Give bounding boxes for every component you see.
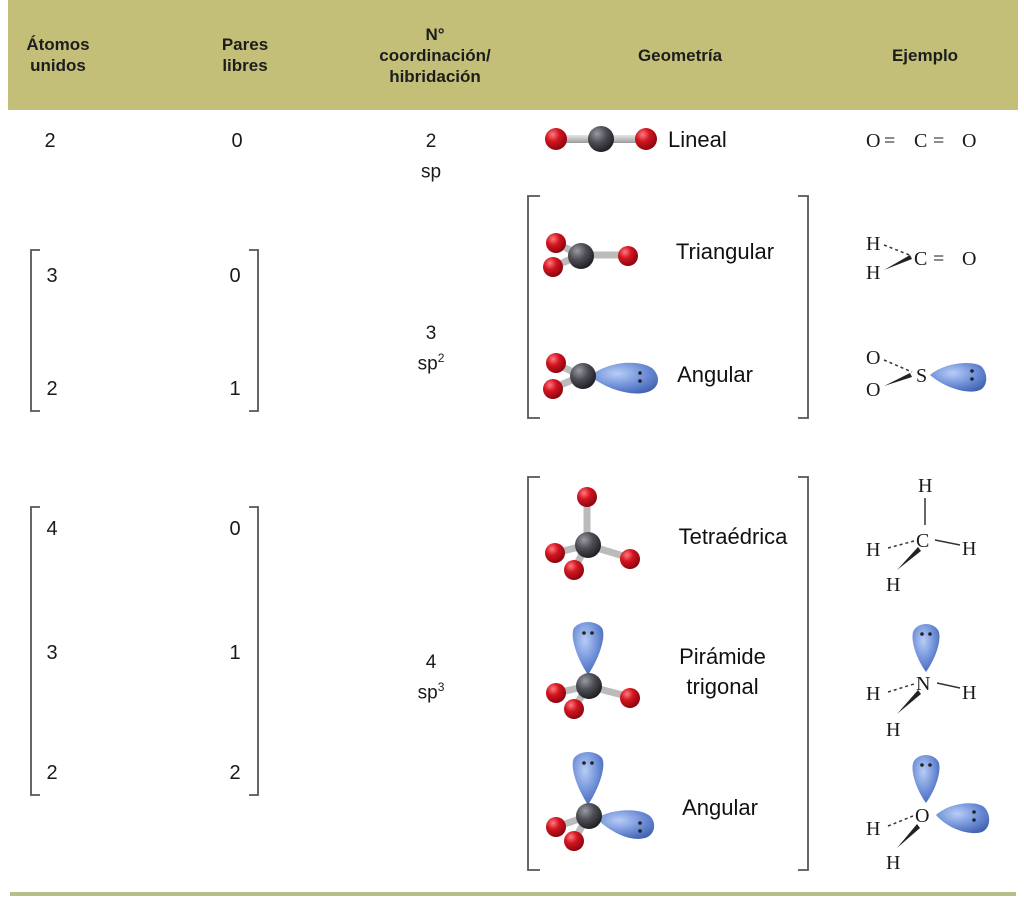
model-tetrahedral	[545, 487, 640, 580]
model-bent-sp3	[546, 752, 655, 851]
model-trigonal-pyramid	[546, 622, 640, 719]
header-coordination: N° coordinación/ hibridación	[379, 24, 491, 86]
svg-text:O: O	[915, 805, 929, 827]
svg-text:O: O	[866, 379, 880, 401]
bracket-left-3atoms	[30, 249, 40, 412]
example-water: O H H	[866, 755, 990, 874]
svg-text:H: H	[918, 475, 932, 497]
example-ammonia: N H H H	[866, 624, 976, 741]
pairs-row-4: 0	[229, 518, 241, 540]
svg-text:=: =	[933, 248, 944, 270]
svg-text:H: H	[866, 818, 880, 840]
footer-divider	[10, 892, 1016, 896]
coordination-3: 3 sp2	[417, 323, 445, 375]
svg-text:H: H	[866, 262, 880, 284]
geometry-label-lineal: Lineal	[668, 127, 727, 152]
example-so2: O O S	[866, 347, 987, 401]
svg-text:N: N	[916, 673, 930, 695]
svg-text:O: O	[866, 130, 880, 152]
svg-text:C: C	[916, 530, 929, 552]
svg-text:=: =	[933, 130, 944, 152]
bracket-right-sp2	[798, 195, 809, 419]
pairs-row-1: 0	[231, 130, 243, 152]
bracket-right-sp3	[798, 476, 809, 871]
example-formaldehyde: H H C = O	[866, 233, 976, 284]
geometry-label-angular-1: Angular	[677, 362, 753, 387]
header-atoms: Átomos unidos	[26, 35, 90, 75]
svg-text:H: H	[962, 538, 976, 560]
svg-text:H: H	[866, 539, 880, 561]
svg-text:H: H	[866, 233, 880, 255]
pairs-row-6: 2	[229, 762, 241, 784]
svg-text:H: H	[866, 683, 880, 705]
header-geometry: Geometría	[637, 45, 723, 65]
pairs-row-3: 1	[229, 378, 241, 400]
coordination-4: 4 sp3	[417, 652, 445, 704]
pairs-row-2: 0	[229, 265, 241, 287]
atoms-row-3: 2	[46, 378, 58, 400]
bracket-left-sp2	[527, 195, 540, 419]
header-example: Ejemplo	[891, 45, 959, 65]
atoms-row-6: 2	[46, 762, 58, 784]
geometry-label-tetrahedral: Tetraédrica	[678, 524, 788, 549]
table-header	[8, 0, 1018, 110]
bracket-right-3atoms	[249, 249, 259, 412]
pairs-row-5: 1	[229, 642, 241, 664]
model-bent-sp2	[543, 353, 658, 399]
atoms-row-5: 3	[46, 642, 58, 664]
svg-text:O: O	[866, 347, 880, 369]
geometry-label-trigonal-pyramid: Pirámide trigonal	[679, 644, 766, 699]
model-linear	[545, 126, 657, 152]
svg-text:O: O	[962, 248, 976, 270]
bracket-left-sp3	[527, 476, 540, 871]
header-pairs: Pares libres	[221, 35, 269, 75]
atoms-row-1: 2	[44, 130, 56, 152]
svg-text:H: H	[886, 719, 900, 741]
svg-text:C: C	[914, 130, 927, 152]
geometry-label-triangular: Triangular	[675, 239, 775, 264]
atoms-row-2: 3	[46, 265, 58, 287]
svg-text:H: H	[886, 852, 900, 874]
svg-text:C: C	[914, 248, 927, 270]
svg-text:H: H	[886, 574, 900, 596]
atoms-row-4: 4	[46, 518, 58, 540]
bracket-left-4atoms	[30, 506, 40, 796]
svg-text:O: O	[962, 130, 976, 152]
example-co2: O = C = O	[866, 130, 976, 152]
coordination-2: 2 sp	[420, 131, 442, 183]
svg-text:=: =	[884, 130, 895, 152]
svg-text:H: H	[962, 682, 976, 704]
geometry-label-angular-2: Angular	[682, 795, 758, 820]
example-methane: H C H H H	[866, 475, 976, 596]
model-trigonal-planar	[543, 233, 638, 277]
svg-text:S: S	[916, 365, 927, 387]
bracket-right-4atoms	[249, 506, 259, 796]
